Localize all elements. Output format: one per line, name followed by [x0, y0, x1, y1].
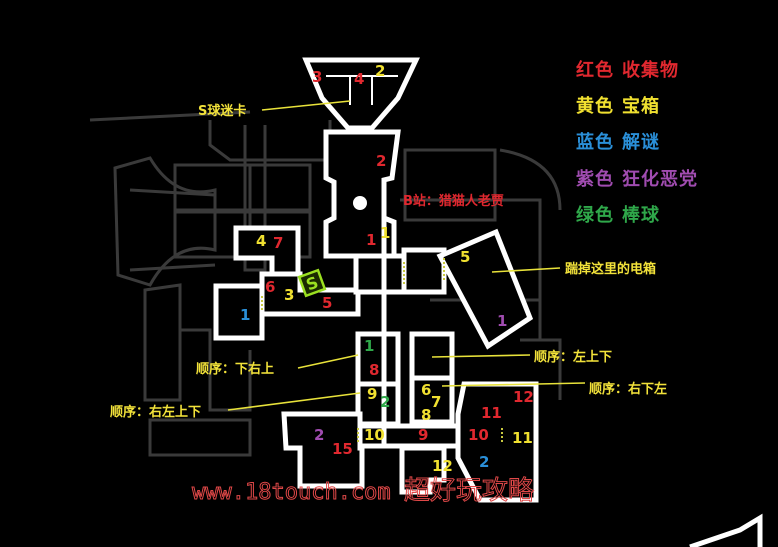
marker[interactable]: 2 — [376, 152, 386, 170]
marker[interactable]: 4 — [256, 232, 266, 250]
label-b-station: B站：猎猫人老贾 — [403, 193, 504, 209]
marker[interactable]: 2 — [380, 393, 390, 411]
b-station-marker — [353, 196, 367, 210]
marker[interactable]: 1 — [366, 231, 376, 249]
marker[interactable]: 12 — [432, 457, 453, 475]
marker[interactable]: 10 — [468, 426, 489, 444]
marker[interactable]: 9 — [418, 426, 428, 444]
marker[interactable]: 2 — [479, 453, 489, 471]
marker[interactable]: 1 — [240, 306, 250, 324]
doors — [261, 258, 503, 444]
marker[interactable]: 9 — [367, 385, 377, 403]
legend-green: 绿色棒球 — [576, 205, 660, 226]
watermark: www.18touch.com 超好玩攻略 — [192, 470, 535, 507]
marker[interactable]: 10 — [364, 426, 385, 444]
marker[interactable]: 7 — [431, 393, 441, 411]
label-kick-box: 踹掉这里的电箱 — [565, 261, 656, 277]
marker[interactable]: 8 — [369, 361, 379, 379]
watermark-url: www.18touch.com — [192, 480, 392, 506]
marker[interactable]: 6 — [421, 381, 431, 399]
marker[interactable]: 4 — [354, 70, 364, 88]
label-order-1: 顺序：下右上 — [196, 361, 274, 377]
marker[interactable]: 11 — [481, 404, 502, 422]
leader-lines — [227, 100, 586, 411]
label-order-4: 顺序：右下左 — [589, 381, 667, 397]
marker[interactable]: 5 — [460, 248, 470, 266]
marker[interactable]: 3 — [284, 286, 294, 304]
marker[interactable]: 5 — [322, 294, 332, 312]
save-point-icon[interactable]: S — [297, 268, 327, 298]
item-markers: 3 4 2 2 1 1 4 7 6 3 5 1 5 1 1 8 9 2 6 7 … — [240, 62, 534, 475]
marker[interactable]: 1 — [497, 312, 507, 330]
marker[interactable]: 6 — [265, 278, 275, 296]
legend-purple: 紫色狂化恶党 — [576, 169, 698, 190]
marker[interactable]: 8 — [421, 406, 431, 424]
label-s-ball-card: S球迷卡 — [198, 103, 246, 119]
watermark-site: 超好玩攻略 — [403, 476, 534, 507]
legend-yellow: 黄色宝箱 — [576, 96, 660, 117]
label-order-3: 顺序：左上下 — [534, 349, 612, 365]
marker[interactable]: 3 — [312, 68, 322, 86]
marker[interactable]: 1 — [364, 337, 374, 355]
label-order-2: 顺序：右左上下 — [110, 404, 201, 420]
marker[interactable]: 1 — [380, 224, 390, 242]
marker[interactable]: 7 — [273, 234, 283, 252]
marker[interactable]: 2 — [314, 426, 324, 444]
legend-blue: 蓝色解谜 — [576, 132, 660, 153]
marker[interactable]: 11 — [512, 429, 533, 447]
legend-red: 红色收集物 — [576, 60, 679, 81]
marker[interactable]: 12 — [513, 388, 534, 406]
marker[interactable]: 2 — [375, 62, 385, 80]
marker[interactable]: 15 — [332, 440, 353, 458]
